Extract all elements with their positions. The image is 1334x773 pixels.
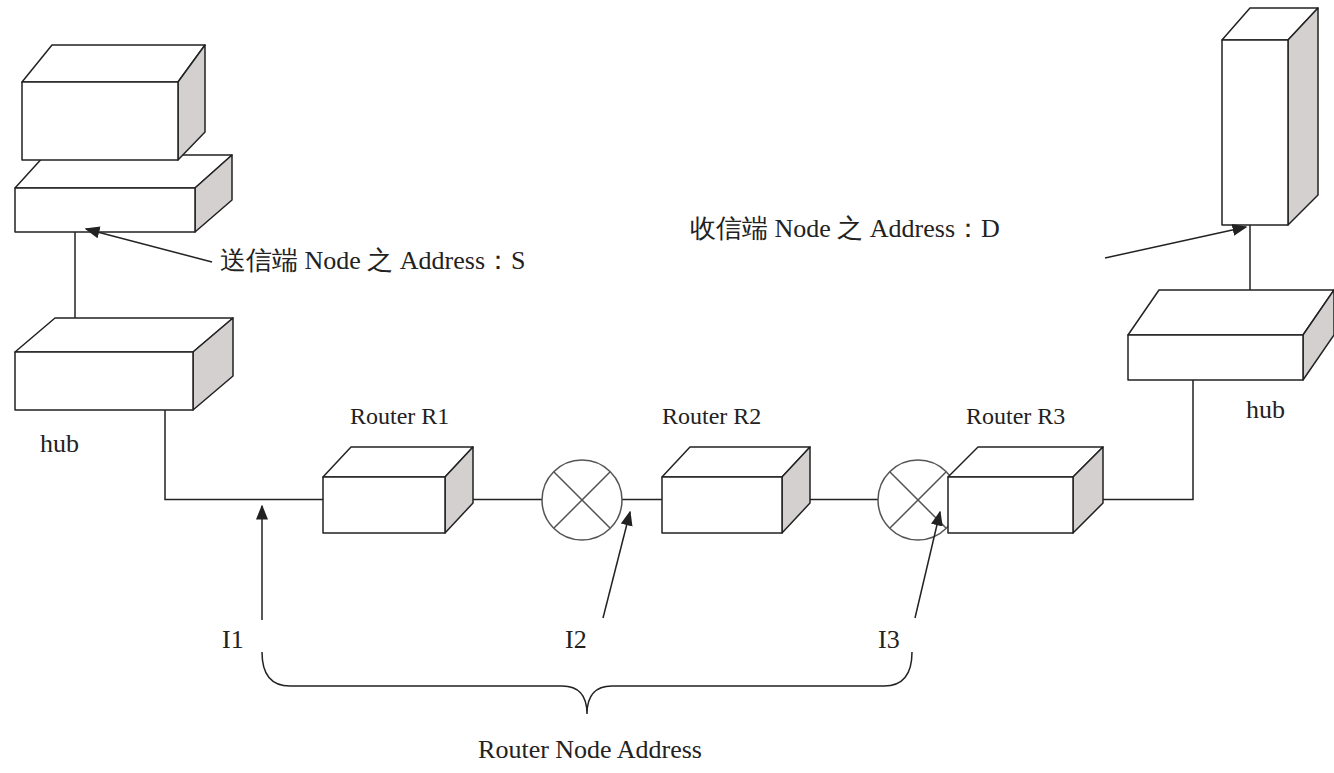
address-label: 送信端 Node 之 Address：S bbox=[220, 245, 526, 276]
caption-label: Router Node Address bbox=[478, 734, 702, 765]
interface-label: I1 bbox=[222, 624, 244, 655]
node-label: Router R3 bbox=[966, 402, 1065, 431]
network-link bbox=[1103, 380, 1193, 499]
sender-computer bbox=[15, 45, 232, 232]
hub-box: hub bbox=[1128, 290, 1334, 425]
router-box-outline bbox=[948, 447, 1103, 533]
hub-box-outline bbox=[15, 318, 233, 410]
router-box: Router R3 bbox=[948, 402, 1103, 533]
router-box: Router R1 bbox=[323, 402, 473, 533]
interface-label: I2 bbox=[565, 624, 587, 655]
leader-arrow bbox=[1105, 227, 1246, 258]
hub-box-outline bbox=[1128, 290, 1334, 380]
brace bbox=[262, 652, 912, 714]
leader-arrow bbox=[261, 506, 263, 620]
interface-label: I3 bbox=[878, 624, 900, 655]
node-label: hub bbox=[40, 428, 79, 459]
receiver-server bbox=[1222, 8, 1318, 225]
address-label: 收信端 Node 之 Address：D bbox=[690, 213, 1000, 244]
router-box-outline bbox=[662, 447, 810, 533]
node-label: hub bbox=[1246, 394, 1285, 425]
node-label: Router R1 bbox=[350, 402, 449, 431]
link-symbol bbox=[878, 460, 958, 540]
leader-arrow bbox=[915, 512, 940, 618]
router-box: Router R2 bbox=[662, 402, 810, 533]
node-label: Router R2 bbox=[662, 402, 761, 431]
leader-arrow bbox=[603, 512, 630, 618]
router-box-outline bbox=[323, 447, 473, 533]
network-link bbox=[165, 410, 323, 499]
leader-arrow bbox=[86, 229, 212, 262]
hub-box: hub bbox=[15, 318, 233, 459]
link-symbol bbox=[542, 460, 622, 540]
